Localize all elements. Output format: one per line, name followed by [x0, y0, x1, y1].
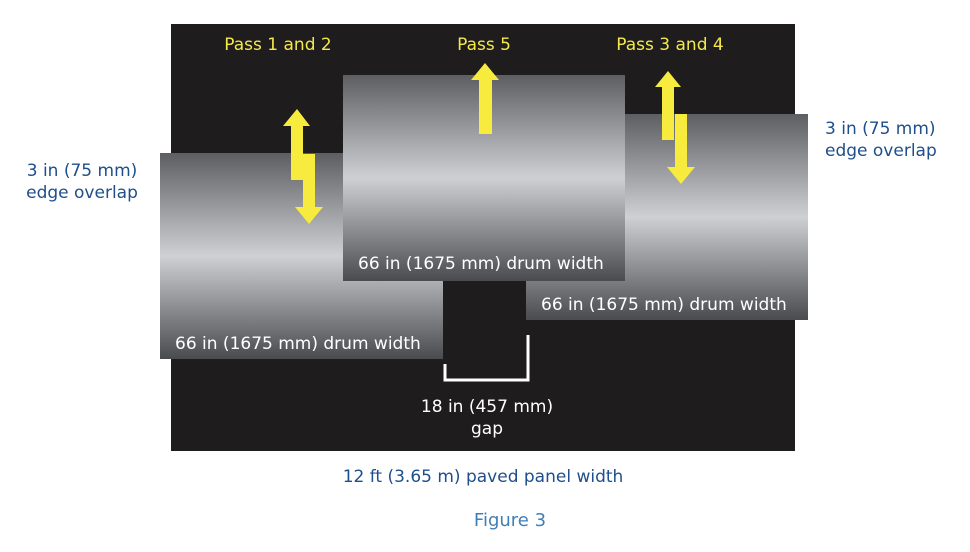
gap-label-line2: gap — [471, 419, 503, 439]
pass-3-up-arrow-icon — [655, 71, 681, 140]
pass-3-4-label: Pass 3 and 4 — [616, 35, 723, 55]
overlap-right-line1: 3 in (75 mm) — [825, 119, 936, 139]
overlap-left-line2: edge overlap — [26, 183, 138, 203]
gap-label-line1: 18 in (457 mm) — [421, 397, 553, 417]
pass-2-down-arrow-icon — [295, 154, 323, 224]
overlap-left-line1: 3 in (75 mm) — [27, 161, 138, 181]
drum-left-label: 66 in (1675 mm) drum width — [175, 334, 421, 354]
figure-caption: Figure 3 — [474, 510, 546, 531]
pass-1-up-arrow-icon — [283, 109, 310, 180]
gap-bracket — [443, 335, 530, 382]
pass-1-2-label: Pass 1 and 2 — [224, 35, 331, 55]
drum-middle-label: 66 in (1675 mm) drum width — [358, 254, 604, 274]
drum-right-label: 66 in (1675 mm) drum width — [541, 295, 787, 315]
overlap-right-line2: edge overlap — [825, 141, 937, 161]
panel-width-label: 12 ft (3.65 m) paved panel width — [343, 467, 624, 487]
pass-4-down-arrow-icon — [667, 114, 695, 184]
pass-5-up-arrow-icon — [471, 63, 499, 134]
pass-5-label: Pass 5 — [457, 35, 511, 55]
